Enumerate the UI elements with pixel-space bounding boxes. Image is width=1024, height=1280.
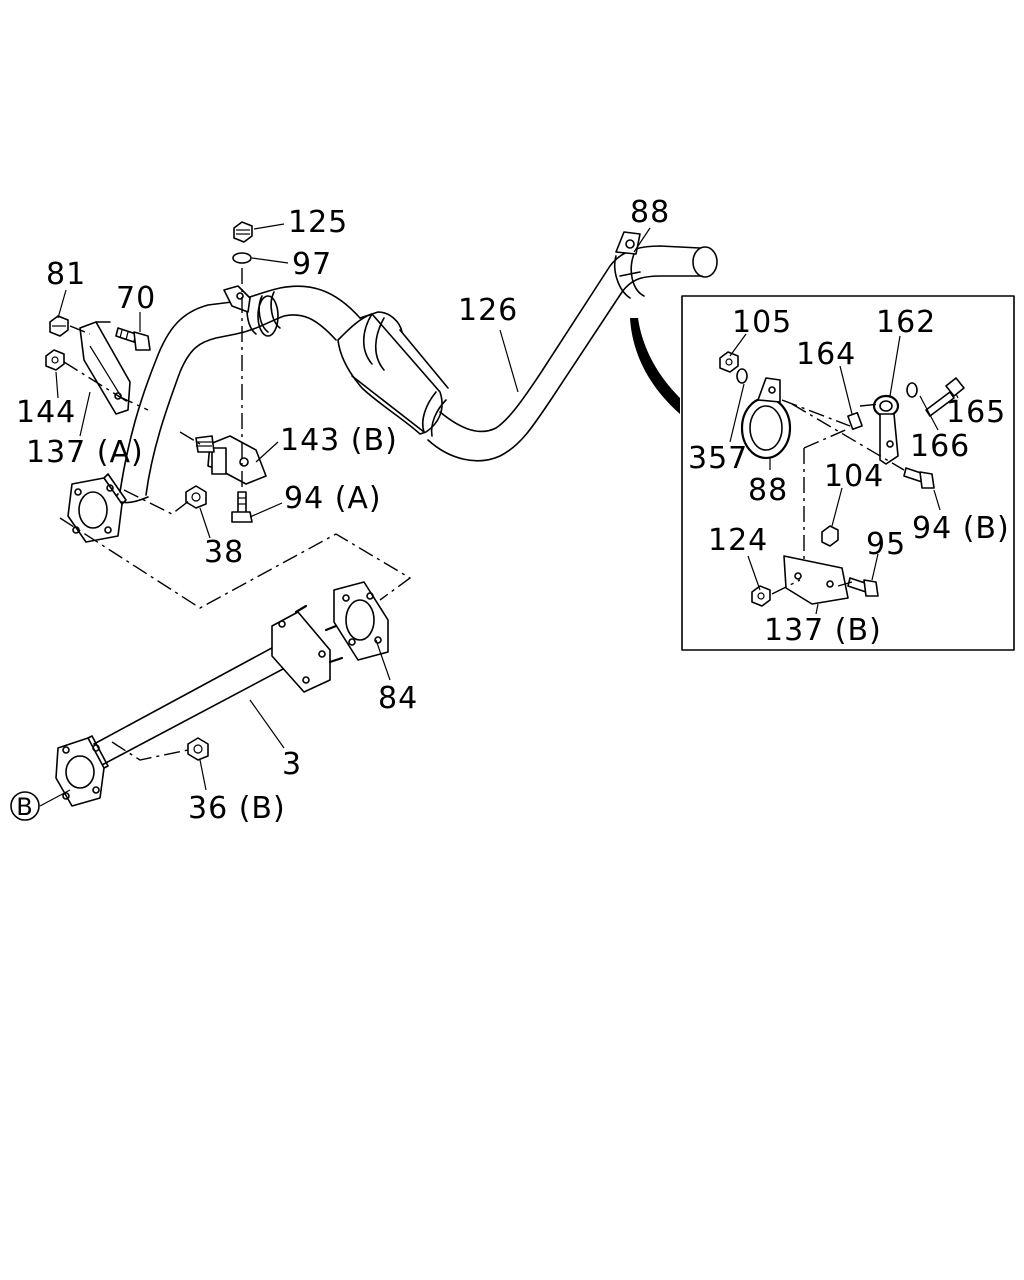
inset-bolt-94b xyxy=(903,467,935,489)
label-137b: 137 (B) xyxy=(764,613,882,648)
label-166: 166 xyxy=(910,429,970,464)
inset-clamp-88 xyxy=(740,377,792,460)
bolt-70 xyxy=(115,327,151,351)
label-88-inset: 88 xyxy=(748,473,788,508)
label-143b: 143 (B) xyxy=(280,423,398,458)
inset-pin-164 xyxy=(847,411,863,431)
bolt-94a xyxy=(231,491,253,523)
center-pipe-rear-flange xyxy=(271,604,344,693)
rear-exhaust-pipe xyxy=(427,231,718,462)
leader-lines xyxy=(39,223,651,807)
upper-pipe-bracket xyxy=(223,285,251,313)
catalytic-converter xyxy=(337,311,449,437)
label-36b: 36 (B) xyxy=(188,791,286,826)
reference-marker-b-text: B xyxy=(16,793,33,821)
inset-callout-arrow xyxy=(630,318,680,414)
inset-insulator-162 xyxy=(872,394,900,465)
label-88-top: 88 xyxy=(630,195,670,230)
front-pipe-flange xyxy=(67,473,127,543)
bracket-137a xyxy=(79,321,131,415)
label-38: 38 xyxy=(204,535,244,570)
label-137a: 137 (A) xyxy=(26,435,144,470)
detail-inset: 105 162 164 165 166 357 88 104 94 (B) 12… xyxy=(681,295,1015,651)
label-81: 81 xyxy=(46,257,86,292)
label-84: 84 xyxy=(378,681,418,716)
nut-125 xyxy=(233,221,253,243)
part-labels: 125 97 81 70 144 137 (A) 143 (B) 94 (A) … xyxy=(16,195,670,826)
gasket-84 xyxy=(333,581,389,661)
inset-bolt-95 xyxy=(847,577,879,597)
hanger-bracket-143b xyxy=(195,435,267,485)
nut-144 xyxy=(45,349,65,371)
label-94b: 94 (B) xyxy=(912,511,1010,546)
label-357: 357 xyxy=(688,441,748,476)
assembly-lines xyxy=(59,268,412,761)
inset-nut-124 xyxy=(751,585,771,607)
nut-81 xyxy=(49,315,69,337)
label-126: 126 xyxy=(458,293,518,328)
label-104: 104 xyxy=(824,459,884,494)
inset-washer-357 xyxy=(736,368,748,384)
label-105: 105 xyxy=(732,305,792,340)
label-3: 3 xyxy=(282,747,302,782)
label-97: 97 xyxy=(292,247,332,282)
inset-bracket-137b xyxy=(783,555,849,605)
label-165: 165 xyxy=(946,395,1006,430)
center-pipe-front-flange xyxy=(55,735,109,807)
washer-97 xyxy=(232,252,252,264)
label-144: 144 xyxy=(16,395,76,430)
inset-nut-105 xyxy=(719,351,739,373)
label-125: 125 xyxy=(288,205,348,240)
label-124: 124 xyxy=(708,523,768,558)
label-162: 162 xyxy=(876,305,936,340)
inset-washer-166 xyxy=(906,382,918,398)
label-95: 95 xyxy=(866,527,906,562)
inset-nut-104 xyxy=(821,525,839,547)
nut-38 xyxy=(185,485,207,509)
reference-marker-b: B xyxy=(10,791,40,821)
label-70: 70 xyxy=(116,281,156,316)
label-164: 164 xyxy=(796,337,856,372)
inset-bolt-165 xyxy=(925,377,965,417)
label-94a: 94 (A) xyxy=(284,481,382,516)
nut-36b xyxy=(187,737,209,761)
